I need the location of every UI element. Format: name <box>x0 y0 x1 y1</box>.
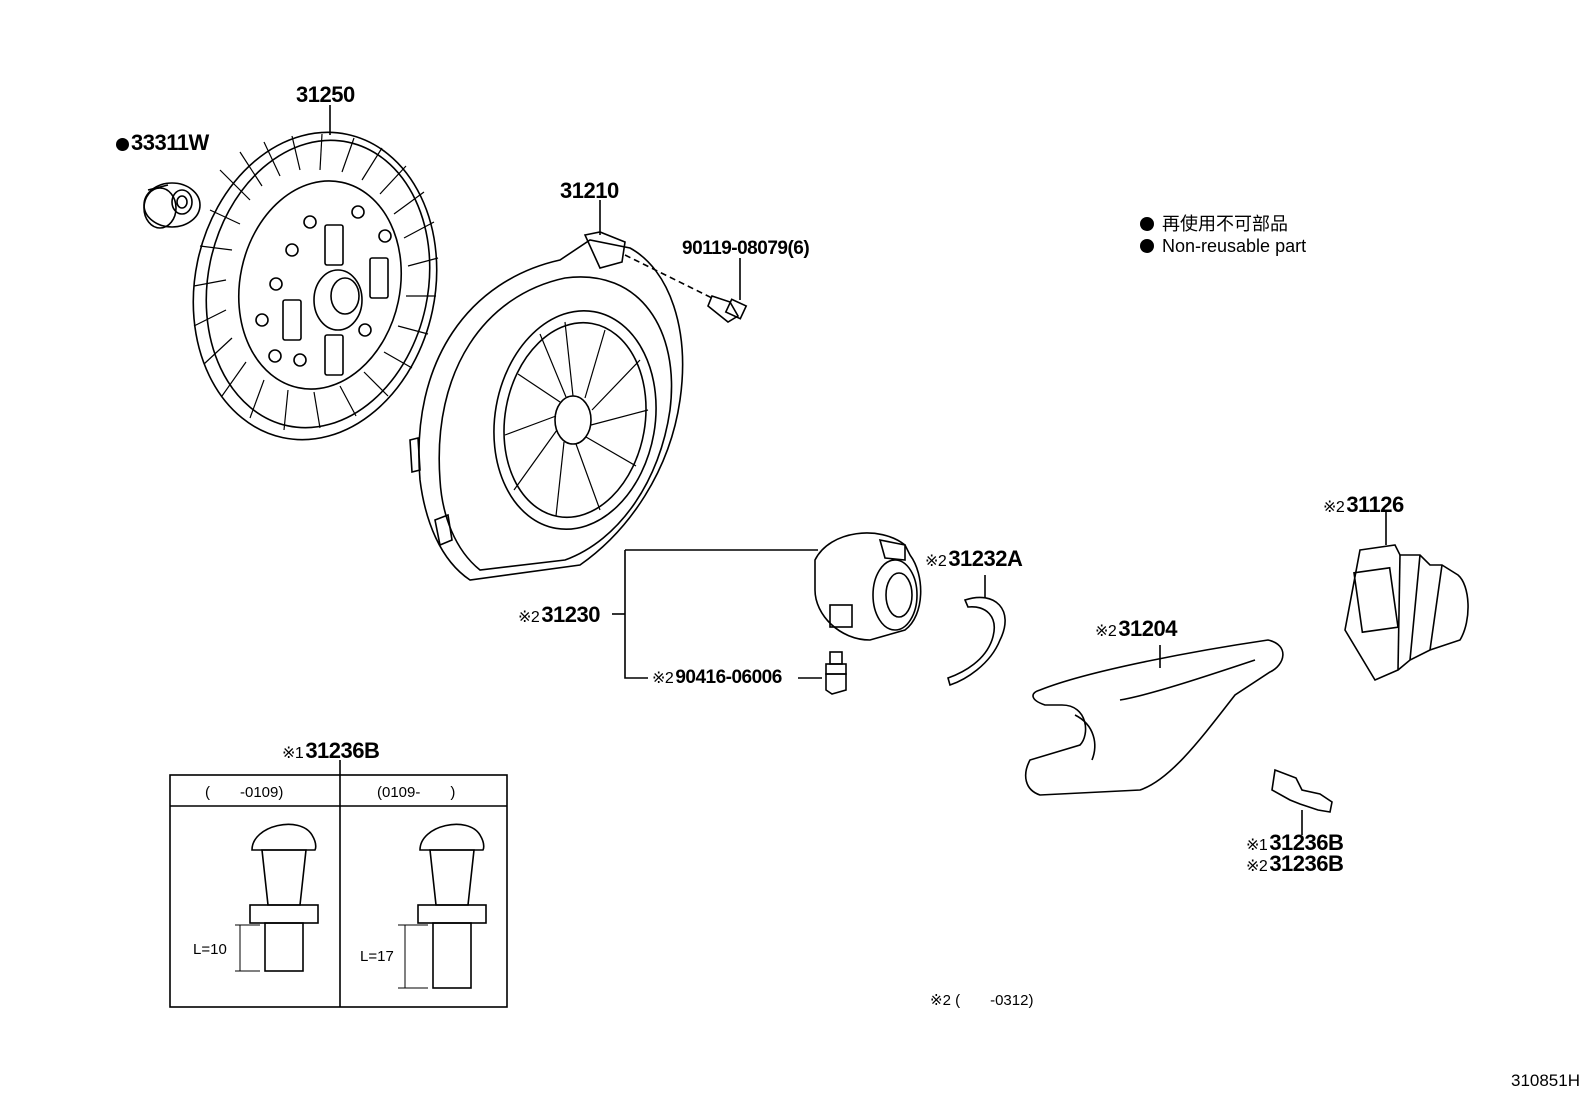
retaining-clip-drawing <box>947 575 1006 687</box>
label-31126: ※231126 <box>1323 492 1404 518</box>
fork-pivot-drawing <box>1271 768 1333 835</box>
note-mark: ※2 <box>1095 623 1117 640</box>
clutch-disc-drawing <box>192 105 439 441</box>
part-number: 31204 <box>1118 616 1177 641</box>
part-number: 31232A <box>948 546 1023 571</box>
part-number: 31236B <box>305 738 380 763</box>
label-31210: 31210 <box>560 178 619 203</box>
legend-en: Non-reusable part <box>1140 236 1306 257</box>
label-31232a: ※231232A <box>925 546 1023 572</box>
inset-col2-header: (0109- ) <box>377 784 456 801</box>
label-33311w: 33311W <box>116 130 209 156</box>
note-mark: ※2 <box>925 553 947 570</box>
non-reusable-icon <box>116 138 129 151</box>
release-fork-drawing <box>1024 639 1284 796</box>
legend-jp-text: 再使用不可部品 <box>1162 214 1288 234</box>
clutch-cover-drawing <box>409 200 684 581</box>
label-31236b-2: ※231236B <box>1246 851 1344 877</box>
part-number: 90416-06006 <box>675 667 782 688</box>
fork-boot-drawing <box>1344 512 1469 682</box>
release-bearing-drawing <box>612 532 922 679</box>
legend-en-text: Non-reusable part <box>1162 236 1307 256</box>
label-31204: ※231204 <box>1095 616 1177 642</box>
label-31236b-1: ※131236B <box>1246 830 1344 856</box>
note-mark: ※2 <box>518 609 540 626</box>
note-mark: ※2 <box>1246 858 1268 875</box>
bullet-icon <box>1140 217 1154 231</box>
diagram-code: 310851H <box>1510 1071 1580 1090</box>
part-number: 31230 <box>541 602 600 627</box>
part-number: 31236B <box>1269 830 1344 855</box>
grease-nipple-drawing <box>798 651 847 695</box>
part-number: 33311W <box>131 130 209 155</box>
part-number: 31126 <box>1346 492 1404 517</box>
inset-col1-header: ( -0109) <box>205 784 284 801</box>
pilot-bearing-drawing <box>143 182 201 229</box>
cover-bolt-drawing <box>624 254 748 323</box>
bullet-icon <box>1140 239 1154 253</box>
label-31250: 31250 <box>296 82 355 107</box>
note-mark: ※1 <box>282 745 304 762</box>
note-mark: ※2 <box>1323 499 1345 516</box>
note-mark: ※1 <box>1246 837 1268 854</box>
inset-length-1: L=10 <box>193 941 227 958</box>
part-number: 31236B <box>1269 851 1344 876</box>
label-31230: ※231230 <box>518 602 600 628</box>
label-90119: 90119-08079(6) <box>682 238 810 259</box>
legend-jp: 再使用不可部品 <box>1140 210 1288 236</box>
note-mark: ※2 <box>652 670 674 687</box>
label-31236b-inset: ※131236B <box>282 738 380 764</box>
inset-length-2: L=17 <box>360 948 394 965</box>
inset-table <box>169 760 508 1008</box>
footnote: ※2 ( -0312) <box>930 992 1034 1009</box>
